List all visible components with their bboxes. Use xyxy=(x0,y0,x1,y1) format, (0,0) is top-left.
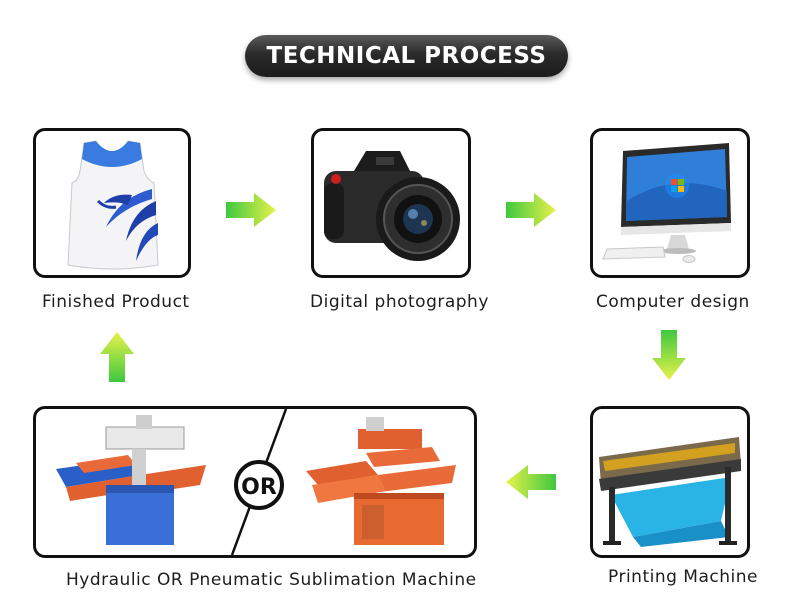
title-banner: TECHNICAL PROCESS xyxy=(245,35,568,77)
computer-icon xyxy=(602,143,731,263)
step-label-sublimation-machine: Hydraulic OR Pneumatic Sublimation Machi… xyxy=(66,570,477,590)
step-label-printing-machine: Printing Machine xyxy=(608,567,758,587)
camera-icon xyxy=(324,151,460,261)
step-computer-design xyxy=(590,128,750,278)
step-sublimation-machine: OR xyxy=(33,406,477,558)
step-printing-machine xyxy=(590,406,750,558)
step-digital-photography xyxy=(311,128,471,278)
arrow-left-icon xyxy=(506,465,556,499)
step-finished-product xyxy=(33,128,191,278)
arrow-right-icon xyxy=(506,193,556,227)
or-separator: OR xyxy=(241,475,277,500)
step-label-computer-design: Computer design xyxy=(596,292,750,312)
jersey-icon xyxy=(67,140,159,270)
step-label-finished-product: Finished Product xyxy=(42,292,190,312)
page-title: TECHNICAL PROCESS xyxy=(266,43,547,69)
arrow-down-icon xyxy=(652,330,686,380)
arrow-right-icon xyxy=(226,193,276,227)
arrow-up-icon xyxy=(100,332,134,382)
step-label-digital-photography: Digital photography xyxy=(310,292,489,312)
press-machine-icon: OR xyxy=(56,409,456,555)
printer-icon xyxy=(599,437,741,547)
